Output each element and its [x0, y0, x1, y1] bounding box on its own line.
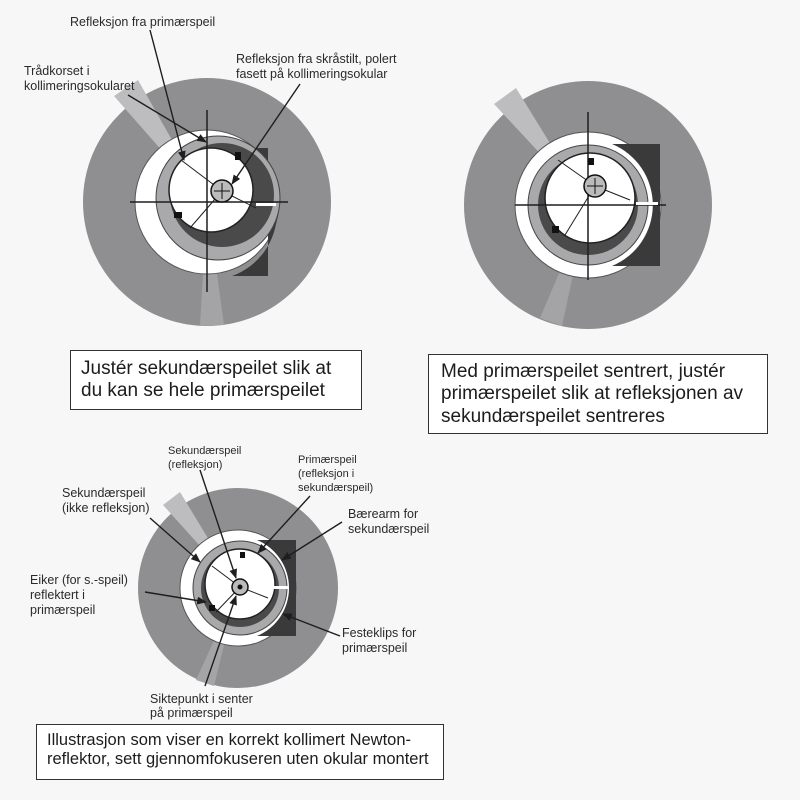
label-line: fasett på kollimeringsokular	[236, 67, 387, 81]
label-line: (refleksjon i	[298, 468, 354, 480]
fig2-clip	[552, 226, 559, 233]
fig1-arrow-crosshair	[127, 94, 207, 143]
fig2-clip	[588, 158, 594, 165]
fig3-label-secondary-reflection: Sekundærspeil (refleksjon)	[168, 445, 241, 471]
label-line: Festeklips for	[342, 626, 416, 640]
caption-box-2: Med primærspeilet sentrert, justér primæ…	[428, 354, 768, 434]
label-line: Trådkorset i	[24, 64, 90, 78]
figure3-diagram: Sekundærspeil (refleksjon) Primærspeil (re…	[30, 445, 429, 720]
label-line: på primærspeil	[150, 706, 233, 720]
fig3-support-arm	[270, 586, 288, 589]
label-line: reflektert i	[30, 588, 85, 602]
fig3-label-primary-in-secondary: Primærspeil (refleksjon i sekundærspeil)	[298, 454, 373, 494]
fig3-arrow-support-arm	[281, 521, 343, 561]
fig3-arrow-spokes	[144, 591, 207, 605]
fig1-clip	[235, 152, 241, 160]
fig3-clip	[209, 605, 215, 611]
label-line: primærspeil	[342, 641, 407, 655]
label-line: kollimeringsokularet	[24, 79, 135, 93]
label-line: Primærspeil	[298, 454, 357, 466]
caption-box-1: Justér sekundærspeilet slik at du kan se…	[70, 350, 362, 410]
fig1-support-arm	[256, 203, 276, 206]
fig1-clip	[174, 212, 182, 218]
caption-1-text: Justér sekundærspeilet slik at du kan se…	[81, 358, 332, 402]
fig2-primary-reflection	[544, 152, 636, 244]
label-line: Sekundærspeil	[62, 486, 145, 500]
fig3-arrow-secondary-no-reflection	[149, 517, 201, 563]
fig1-arrow-primary-reflection	[149, 29, 186, 161]
fig2-support-arm	[636, 202, 658, 205]
figure2-diagram	[464, 81, 712, 329]
label-line: sekundærspeil	[348, 522, 429, 536]
fig3-arrow-mirror-clips	[282, 613, 341, 637]
fig3-arrow-primary-in-secondary	[257, 495, 311, 554]
fig3-aim-point-center	[237, 584, 243, 590]
label-line: Sekundærspeil	[168, 445, 241, 457]
label-line: (refleksjon)	[168, 459, 222, 471]
fig3-label-secondary-no-reflection: Sekundærspeil(ikke refleksjon)	[62, 486, 150, 515]
caption-3-text: Illustrasjon som viser en korrekt kollim…	[47, 731, 429, 769]
label-line: Refleksjon fra skråstilt, polert	[236, 52, 397, 66]
label-line: Siktepunkt i senter	[150, 692, 253, 706]
caption-box-3: Illustrasjon som viser en korrekt kollim…	[36, 724, 444, 780]
label-line: (ikke refleksjon)	[62, 501, 150, 515]
fig1-arrow-facet	[231, 83, 301, 185]
label-line: Bærearm for	[348, 507, 418, 521]
fig3-dark-band	[257, 540, 296, 636]
fig2-dark-band	[612, 144, 660, 266]
fig3-clip	[240, 552, 245, 558]
label-line: Eiker (for s.-speil)	[30, 573, 128, 587]
label-line: sekundærspeil)	[298, 482, 373, 494]
fig1-label-primary-reflection: Refleksjon fra primærspeil	[70, 15, 215, 29]
fig3-arrow-aim-point	[204, 595, 237, 687]
fig3-arrow-secondary-reflection	[199, 469, 237, 579]
label-line: primærspeil	[30, 603, 95, 617]
caption-2-text: Med primærspeilet sentrert, justér primæ…	[441, 361, 744, 427]
